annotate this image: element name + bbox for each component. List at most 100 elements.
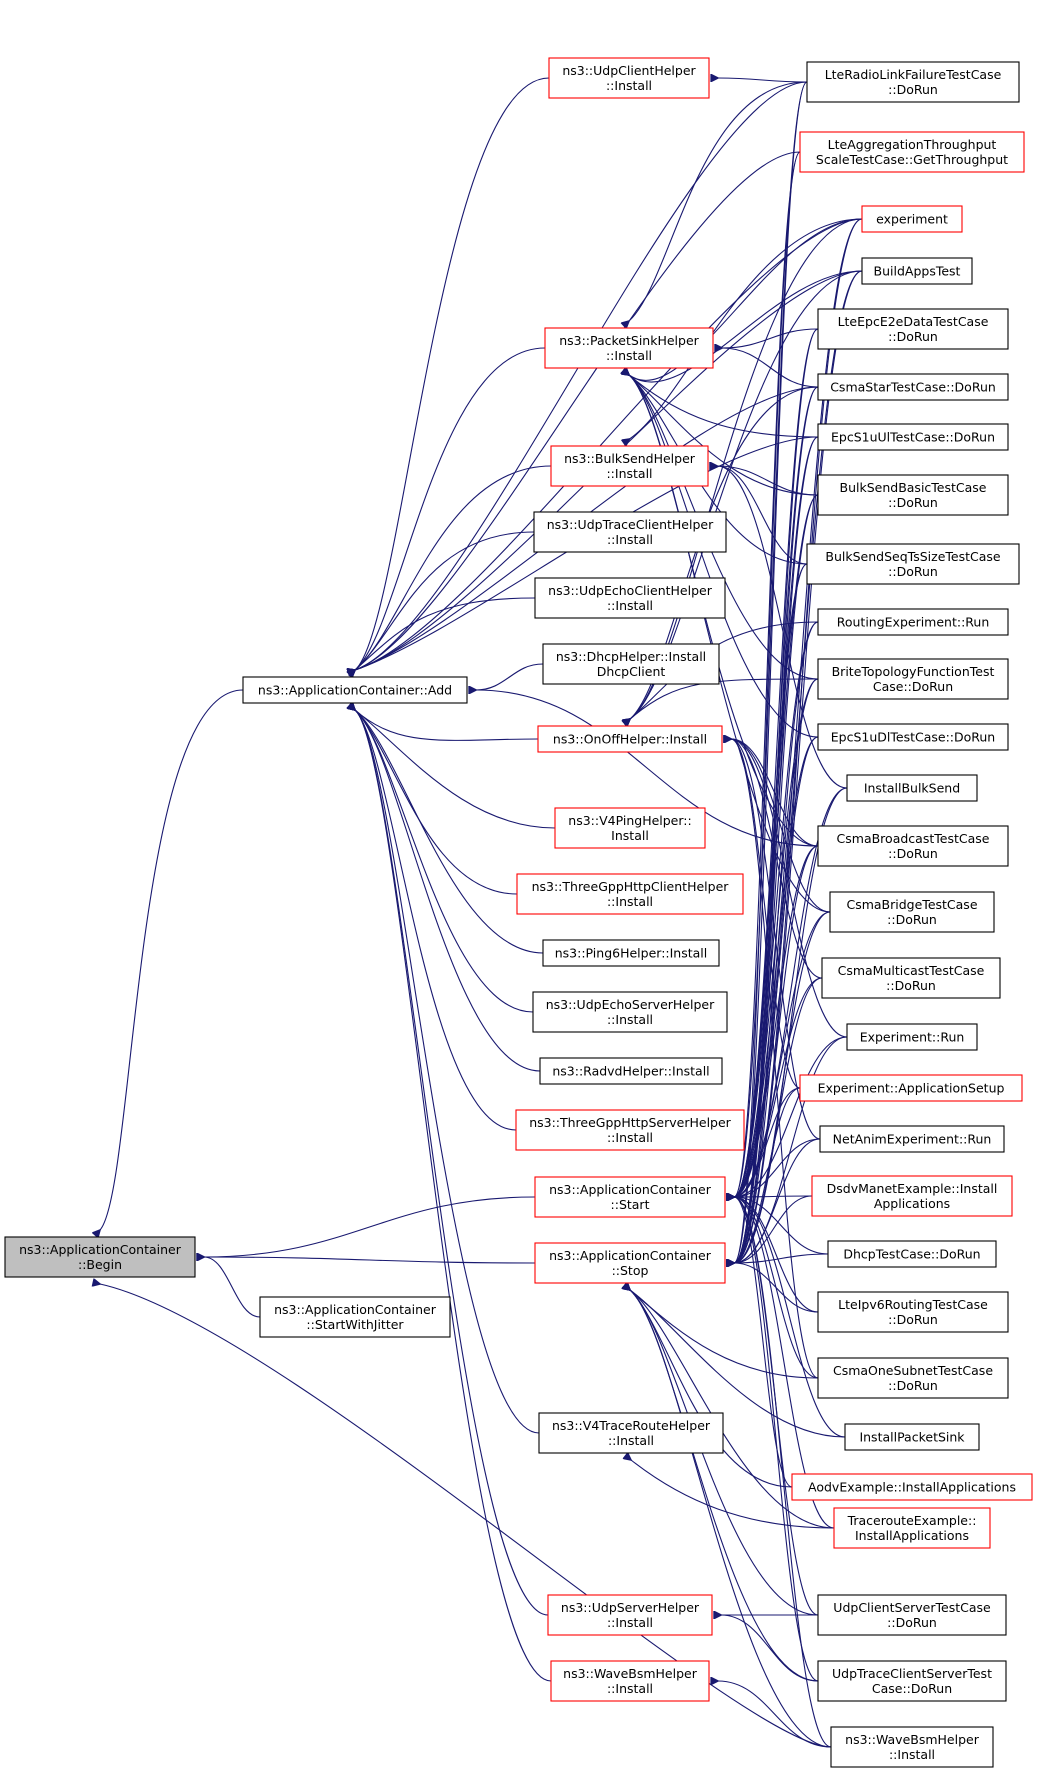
node-csmastar[interactable]: CsmaStarTestCase::DoRun — [817, 373, 1009, 401]
node-box-bulksendbasic — [817, 474, 1009, 516]
node-label-bulksendhelper-1: ::Install — [606, 466, 652, 481]
node-aodvexample[interactable]: AodvExample::InstallApplications — [791, 1473, 1033, 1501]
node-installbulksend[interactable]: InstallBulkSend — [846, 774, 978, 802]
node-box-udpclienthelper — [548, 57, 710, 99]
node-lteepce2edata[interactable]: LteEpcE2eDataTestCase::DoRun — [817, 308, 1009, 350]
node-dsdvmanet[interactable]: DsdvManetExample::InstallApplications — [811, 1175, 1013, 1217]
node-udpclientservertest[interactable]: UdpClientServerTestCase::DoRun — [817, 1594, 1007, 1636]
node-udpclienthelper[interactable]: ns3::UdpClientHelper::Install — [548, 57, 710, 99]
node-routingexperiment[interactable]: RoutingExperiment::Run — [817, 608, 1009, 636]
node-box-britetopology — [817, 658, 1009, 700]
node-epcs1uul[interactable]: EpcS1uUlTestCase::DoRun — [817, 423, 1009, 451]
node-lteaggregation[interactable]: LteAggregationThroughputScaleTestCase::G… — [799, 131, 1025, 173]
node-bulksendseqts[interactable]: BulkSendSeqTsSizeTestCase::DoRun — [806, 543, 1020, 585]
node-label-netanimexperiment-0: NetAnimExperiment::Run — [833, 1132, 992, 1147]
call-edge-britetopology-to-stop — [734, 678, 819, 1263]
node-udpechoclienthelper[interactable]: ns3::UdpEchoClientHelper::Install — [534, 577, 726, 619]
node-tracerouteexample[interactable]: TracerouteExample::InstallApplications — [833, 1507, 991, 1549]
node-label-britetopology-0: BriteTopologyFunctionTest — [832, 664, 995, 679]
call-edge-radvdhelper-to-add — [355, 710, 541, 1072]
call-edge-bulksendbasic-to-stop — [734, 494, 819, 1263]
node-label-csmaonesubnet-1: ::DoRun — [888, 1378, 938, 1393]
node-csmamulticast[interactable]: CsmaMulticastTestCase::DoRun — [821, 957, 1001, 999]
node-start[interactable]: ns3::ApplicationContainer::Start — [534, 1176, 726, 1218]
node-wavebsmhelper_right[interactable]: ns3::WaveBsmHelper::Install — [830, 1726, 994, 1768]
node-startwithjitter[interactable]: ns3::ApplicationContainer::StartWithJitt… — [259, 1296, 451, 1338]
node-udpechoserverhelper[interactable]: ns3::UdpEchoServerHelper::Install — [532, 991, 728, 1033]
node-label-start-1: ::Start — [611, 1197, 650, 1212]
node-netanimexperiment[interactable]: NetAnimExperiment::Run — [819, 1125, 1005, 1153]
call-edge-startwithjitter-to-begin — [204, 1257, 261, 1318]
node-csmaonesubnet[interactable]: CsmaOneSubnetTestCase::DoRun — [817, 1357, 1009, 1399]
node-onoffhelper[interactable]: ns3::OnOffHelper::Install — [537, 725, 723, 753]
graph-nodes: ns3::ApplicationContainer::Beginns3::App… — [4, 57, 1033, 1768]
node-label-ping6helper-0: ns3::Ping6Helper::Install — [555, 946, 708, 961]
node-csmabridge[interactable]: CsmaBridgeTestCase::DoRun — [829, 891, 995, 933]
node-buildappstest[interactable]: BuildAppsTest — [861, 257, 973, 285]
node-installpacketsink[interactable]: InstallPacketSink — [844, 1423, 980, 1451]
call-edge-onoffhelper-to-add — [355, 710, 539, 741]
node-bulksendbasic[interactable]: BulkSendBasicTestCase::DoRun — [817, 474, 1009, 516]
node-v4pinghelper[interactable]: ns3::V4PingHelper::Install — [554, 807, 706, 849]
node-bulksendhelper[interactable]: ns3::BulkSendHelper::Install — [550, 445, 709, 487]
node-box-packetsinkhelper — [544, 327, 714, 369]
node-wavebsmhelper_mid[interactable]: ns3::WaveBsmHelper::Install — [550, 1660, 710, 1702]
node-lteradiolinkfailure[interactable]: LteRadioLinkFailureTestCase::DoRun — [806, 61, 1020, 103]
node-box-routingexperiment — [817, 608, 1009, 636]
node-label-udpclientservertest-0: UdpClientServerTestCase — [833, 1600, 991, 1615]
node-packetsinkhelper[interactable]: ns3::PacketSinkHelper::Install — [544, 327, 714, 369]
node-experimentrun[interactable]: Experiment::Run — [846, 1023, 978, 1051]
node-stop[interactable]: ns3::ApplicationContainer::Stop — [534, 1242, 726, 1284]
node-box-udpechoserverhelper — [532, 991, 728, 1033]
node-threegpphttpserver[interactable]: ns3::ThreeGppHttpServerHelper::Install — [515, 1109, 745, 1151]
call-edge-dhcptestcase-to-stop — [734, 1253, 829, 1263]
node-box-experiment — [861, 205, 963, 233]
node-box-v4traceroutehelper — [538, 1412, 724, 1454]
node-box-udpechoclienthelper — [534, 577, 726, 619]
node-label-threegpphttpclient-1: ::Install — [607, 894, 653, 909]
node-csmabroadcast[interactable]: CsmaBroadcastTestCase::DoRun — [817, 825, 1009, 867]
node-label-stop-0: ns3::ApplicationContainer — [549, 1248, 712, 1263]
node-label-packetsinkhelper-0: ns3::PacketSinkHelper — [559, 333, 699, 348]
node-box-netanimexperiment — [819, 1125, 1005, 1153]
call-edge-epcs1udl-to-stop — [734, 736, 819, 1263]
node-v4traceroutehelper[interactable]: ns3::V4TraceRouteHelper::Install — [538, 1412, 724, 1454]
node-label-udpserverhelper-0: ns3::UdpServerHelper — [561, 1600, 700, 1615]
node-label-csmabroadcast-0: CsmaBroadcastTestCase — [837, 831, 990, 846]
call-edge-lteipv6routing-to-stop — [734, 1263, 819, 1313]
call-edge-csmabroadcast-to-stop — [734, 845, 819, 1263]
node-box-experimentappsetup — [799, 1074, 1023, 1102]
call-edge-dhcphelper-to-add — [476, 663, 544, 690]
call-edge-csmamulticast-to-stop — [734, 977, 823, 1263]
node-label-udptraceclienthelper-0: ns3::UdpTraceClientHelper — [547, 517, 714, 532]
node-label-v4traceroutehelper-0: ns3::V4TraceRouteHelper — [552, 1418, 711, 1433]
call-edge-routingexperiment-to-stop — [734, 621, 819, 1263]
node-udpserverhelper[interactable]: ns3::UdpServerHelper::Install — [547, 1594, 713, 1636]
node-label-onoffhelper-0: ns3::OnOffHelper::Install — [553, 732, 707, 747]
node-box-udpclientservertest — [817, 1594, 1007, 1636]
call-edge-lteradiolinkfailure-to-stop — [734, 81, 808, 1263]
node-lteipv6routing[interactable]: LteIpv6RoutingTestCase::DoRun — [817, 1291, 1009, 1333]
node-label-wavebsmhelper_mid-0: ns3::WaveBsmHelper — [563, 1666, 698, 1681]
node-experiment[interactable]: experiment — [861, 205, 963, 233]
node-radvdhelper[interactable]: ns3::RadvdHelper::Install — [539, 1057, 723, 1085]
node-threegpphttpclient[interactable]: ns3::ThreeGppHttpClientHelper::Install — [516, 873, 744, 915]
node-box-threegpphttpclient — [516, 873, 744, 915]
node-box-buildappstest — [861, 257, 973, 285]
node-add[interactable]: ns3::ApplicationContainer::Add — [242, 676, 468, 704]
node-experimentappsetup[interactable]: Experiment::ApplicationSetup — [799, 1074, 1023, 1102]
node-udptraceclienthelper[interactable]: ns3::UdpTraceClientHelper::Install — [533, 511, 727, 553]
node-label-dsdvmanet-1: Applications — [874, 1196, 950, 1211]
node-label-wavebsmhelper_right-1: ::Install — [889, 1747, 935, 1762]
node-label-csmabridge-0: CsmaBridgeTestCase — [846, 897, 977, 912]
call-edge-bulksendseqts-to-stop — [734, 563, 808, 1263]
call-edge-csmastar-to-packetsinkhelper — [722, 348, 819, 388]
node-dhcptestcase[interactable]: DhcpTestCase::DoRun — [827, 1240, 997, 1268]
node-ping6helper[interactable]: ns3::Ping6Helper::Install — [542, 939, 720, 967]
node-label-udpclientservertest-1: ::DoRun — [887, 1615, 937, 1630]
call-edge-v4pinghelper-to-add — [355, 710, 556, 829]
node-epcs1udl[interactable]: EpcS1uDlTestCase::DoRun — [817, 723, 1009, 751]
